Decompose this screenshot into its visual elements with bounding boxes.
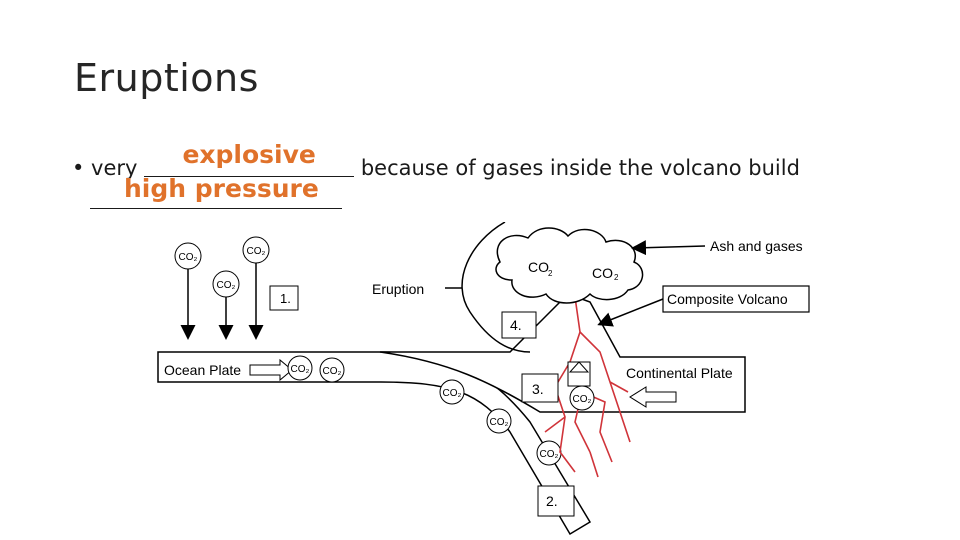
step-4-label: 4.: [510, 317, 522, 333]
bullet-prefix: • very: [72, 156, 145, 180]
continental-plate-label: Continental Plate: [626, 365, 733, 381]
svg-text:CO₂: CO₂: [573, 394, 592, 405]
blank-1: explosive: [144, 140, 355, 177]
cloud-co2-b: CO: [592, 265, 613, 281]
bullet-suffix: because of gases inside the volcano buil…: [354, 156, 800, 180]
cloud-co2-a: CO: [528, 259, 549, 275]
step-3-label: 3.: [532, 381, 544, 397]
svg-text:CO₂: CO₂: [179, 252, 198, 263]
svg-text:CO₂: CO₂: [490, 417, 509, 428]
ash-gases-label: Ash and gases: [710, 238, 803, 254]
slide-title: Eruptions: [74, 56, 259, 100]
svg-text:CO₂: CO₂: [443, 388, 462, 399]
blank-2: high pressure: [90, 174, 342, 209]
svg-text:CO₂: CO₂: [217, 280, 236, 291]
eruption-label: Eruption: [372, 281, 424, 297]
svg-text:CO₂: CO₂: [291, 364, 310, 375]
svg-text:2: 2: [548, 269, 553, 278]
svg-text:2: 2: [614, 273, 619, 282]
composite-volcano-label: Composite Volcano: [667, 291, 788, 307]
answer-high-pressure: high pressure: [124, 174, 319, 203]
bullet-line: • very explosive because of gases inside…: [72, 140, 800, 180]
ash-cloud: [495, 227, 644, 304]
step-2-label: 2.: [546, 493, 558, 509]
svg-text:CO₂: CO₂: [540, 449, 559, 460]
co2-arrows: CO₂ CO₂ CO₂: [174, 236, 270, 340]
ocean-plate-label: Ocean Plate: [164, 362, 241, 378]
volcano-diagram: CO₂ CO₂ CO₂ 1. Ocean Plate CO₂ CO₂ CO₂ C…: [157, 222, 810, 536]
svg-text:CO₂: CO₂: [323, 366, 342, 377]
continental-plate: [379, 293, 746, 413]
answer-explosive: explosive: [182, 140, 316, 169]
svg-text:CO₂: CO₂: [247, 246, 266, 257]
step-1-label: 1.: [280, 291, 291, 306]
